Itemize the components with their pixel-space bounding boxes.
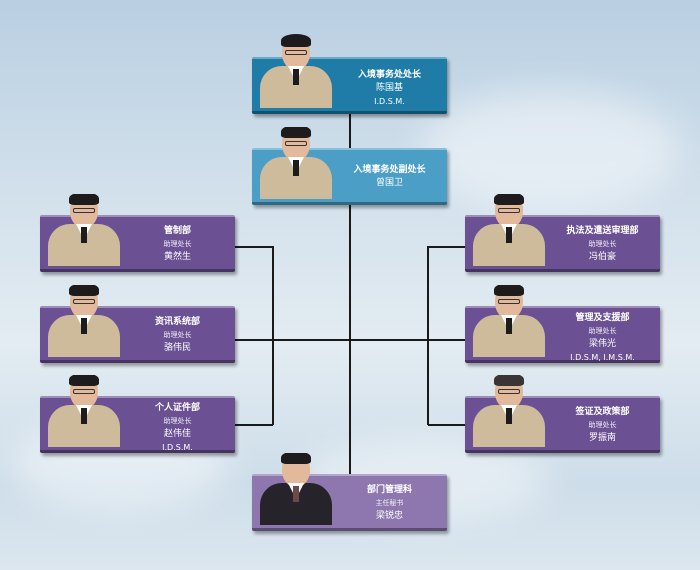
portrait-photo: [260, 28, 332, 108]
division-box-information-systems: 资讯系统部助理处长骆伟民: [40, 285, 235, 363]
person-name: 冯伯豪: [588, 252, 616, 262]
director-box: 入境事务处处长陈国基 I.D.S.M.: [252, 34, 447, 114]
portrait-photo: [48, 285, 120, 357]
division-box-enforcement: 执法及遣送审理部助理处长冯伯豪: [465, 194, 660, 272]
portrait-photo: [260, 127, 332, 199]
connector-left-stub: [235, 424, 273, 426]
cloud: [420, 90, 680, 210]
portrait-photo: [473, 285, 545, 357]
division-name: 执法及遣送审理部: [566, 226, 639, 236]
division-box-personal-documentation: 个人证件部助理处长赵伟佳 I.D.S.M.: [40, 375, 235, 453]
division-name: 管理及支援部: [575, 313, 630, 323]
role: 助理处长: [163, 240, 192, 248]
connector-right-stub: [428, 339, 466, 341]
division-box-management-support: 管理及支援部助理处长梁伟光 I.D.S.M, I.M.S.M.: [465, 285, 660, 363]
portrait-photo: [473, 375, 545, 447]
person-name: 黄然生: [163, 252, 191, 262]
person-name: 骆伟民: [163, 343, 191, 353]
portrait-photo: [48, 375, 120, 447]
honour: I.D.S.M.: [162, 443, 193, 452]
position-title: 入境事务处副处长: [353, 165, 426, 175]
person-name: 赵伟佳: [163, 429, 191, 439]
honour: I.D.S.M.: [374, 97, 405, 106]
connector-trunk: [349, 114, 351, 474]
honour: I.D.S.M, I.M.S.M.: [570, 353, 635, 362]
division-name: 资讯系统部: [154, 317, 200, 327]
division-name: 个人证件部: [154, 403, 200, 413]
role: 主任秘书: [375, 499, 404, 507]
connector-left-stub: [235, 246, 273, 248]
division-box-control: 管制部助理处长黄然生: [40, 194, 235, 272]
person-name: 罗振南: [588, 433, 616, 443]
division-name: 签证及政策部: [575, 407, 630, 417]
connector-left-bracket: [272, 246, 274, 425]
portrait-photo: [260, 453, 332, 525]
role: 助理处长: [163, 417, 192, 425]
position-title: 入境事务处处长: [357, 70, 421, 80]
connector-right-stub: [428, 246, 466, 248]
connector-right-stub: [428, 424, 466, 426]
portrait-photo: [48, 194, 120, 266]
connector-horizontal: [273, 339, 429, 341]
deputy-box: 入境事务处副处长曾国卫: [252, 127, 447, 205]
person-name: 陈国基: [375, 83, 403, 93]
person-name: 梁伟光: [588, 339, 616, 349]
division-name: 管制部: [163, 226, 191, 236]
role: 助理处长: [588, 240, 617, 248]
section-name: 部门管理科: [366, 485, 412, 495]
portrait-photo: [473, 194, 545, 266]
role: 助理处长: [163, 331, 192, 339]
section-box-departmental-administration: 部门管理科主任秘书梁锐忠: [252, 453, 447, 531]
division-box-visa-policies: 签证及政策部助理处长罗振南: [465, 375, 660, 453]
role: 助理处长: [588, 421, 617, 429]
person-name: 曾国卫: [375, 178, 403, 188]
person-name: 梁锐忠: [375, 511, 403, 521]
connector-right-bracket: [427, 246, 429, 425]
connector-left-stub: [235, 339, 273, 341]
role: 助理处长: [588, 327, 617, 335]
